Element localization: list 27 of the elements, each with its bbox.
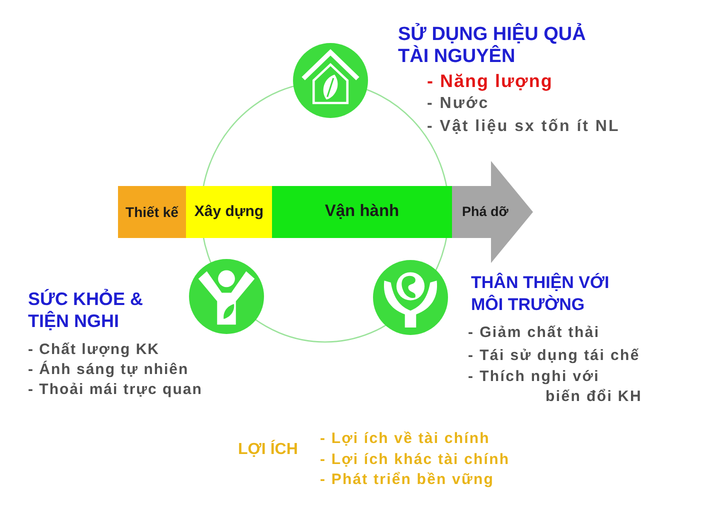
stage-label: Vận hành [324, 202, 400, 222]
bullet-item: - Tái sử dụng tái chế [468, 346, 640, 366]
bullet-item: - Chất lượng KK [28, 340, 160, 360]
section-heading: THÂN THIỆN VỚI MÔI TRƯỜNG [471, 272, 610, 316]
stage-segment [186, 186, 272, 238]
house-leaf-icon [293, 43, 368, 118]
person-leaf-icon [189, 259, 264, 334]
bullet-item: - Thích nghi với biến đổi KH [468, 367, 642, 407]
hands-globe-icon [373, 260, 448, 335]
stage-label: Xây dựng [194, 203, 264, 221]
bullet-item: - Phát triển bền vững [320, 470, 494, 489]
bullet-item: - Ánh sáng tự nhiên [28, 360, 189, 380]
arrow-head-segment [452, 161, 533, 263]
stage-label: Phá dỡ [462, 204, 508, 220]
stage-segment [272, 186, 452, 238]
stage-label: Thiết kế [126, 204, 178, 220]
bullet-item: - Vật liệu sx tốn ít NL [427, 117, 620, 137]
section-heading: LỢI ÍCH [238, 440, 298, 460]
bullet-item: - Lợi ích khác tài chính [320, 450, 510, 469]
bullet-item: - Năng lượng [427, 70, 553, 93]
bullet-item: - Nước [427, 94, 490, 114]
bullet-item: - Giảm chất thải [468, 323, 600, 343]
bullet-item: - Lợi ích về tài chính [320, 429, 490, 448]
section-heading: SỨC KHỎE & TIỆN NGHI [28, 288, 144, 332]
stage-segment [118, 186, 186, 238]
section-heading: SỬ DỤNG HIỆU QUẢ TÀI NGUYÊN [398, 24, 587, 68]
bullet-item: - Thoải mái trực quan [28, 380, 202, 400]
